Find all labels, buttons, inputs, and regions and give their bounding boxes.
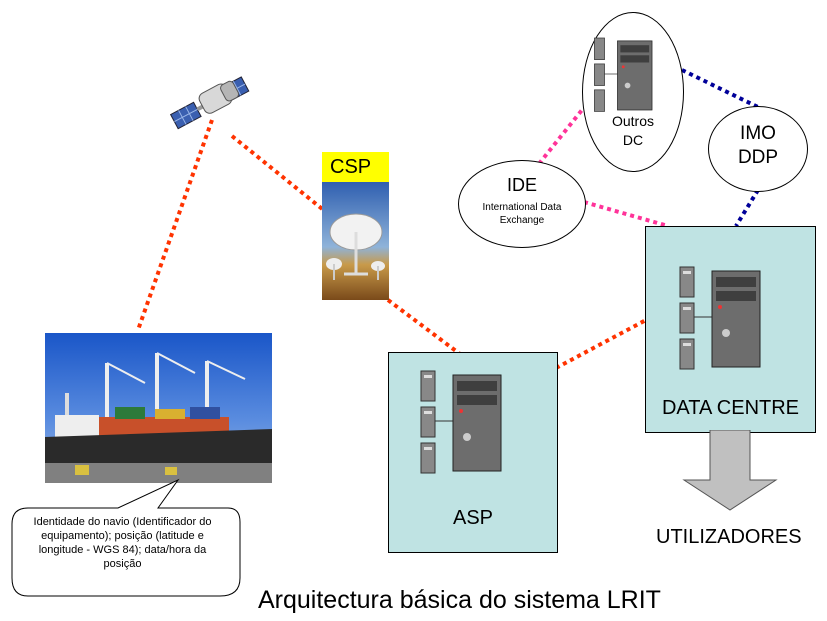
imo-ddp-node: IMO DDP — [708, 106, 808, 192]
callout-text: Identidade do navio (Identificador do eq… — [33, 516, 212, 570]
ide-title: IDE — [506, 175, 537, 195]
down-arrow-icon — [682, 430, 778, 511]
outros-dc-line1: Outros — [611, 113, 654, 129]
diagram-caption: Arquitectura básica do sistema LRIT — [258, 586, 661, 614]
link-satellite-csp — [230, 134, 328, 214]
server-icon — [679, 266, 761, 370]
link-ide-outros — [532, 108, 584, 172]
data-centre-label: DATA CENTRE — [661, 397, 800, 419]
dish-antenna-icon — [322, 182, 389, 300]
asp-box: ASP — [388, 352, 558, 553]
asp-label: ASP — [452, 507, 494, 529]
imo-line1: IMO — [740, 123, 776, 144]
data-centre-box: DATA CENTRE — [645, 226, 816, 433]
outros-dc-node: Outros DC — [582, 12, 684, 172]
server-icon — [594, 37, 653, 112]
ide-node: IDE International Data Exchange — [458, 160, 586, 248]
link-imo-datacentre — [734, 188, 760, 228]
satellite-icon — [169, 76, 250, 130]
callout-bubble — [11, 478, 241, 597]
link-outros-imo — [681, 68, 761, 110]
link-satellite-ship — [136, 119, 214, 331]
server-icon — [420, 370, 502, 474]
outros-dc-line2: DC — [622, 132, 644, 148]
ide-subtitle: International Data Exchange — [482, 202, 562, 226]
cargo-ship-photo — [45, 333, 272, 483]
link-ide-datacentre — [583, 200, 669, 228]
utilizadores-label: UTILIZADORES — [656, 526, 802, 548]
csp-label: CSP — [322, 152, 389, 182]
csp-station: CSP — [322, 152, 389, 300]
link-csp-asp — [386, 298, 462, 356]
imo-line2: DDP — [737, 147, 779, 168]
link-asp-datacentre — [555, 318, 647, 370]
